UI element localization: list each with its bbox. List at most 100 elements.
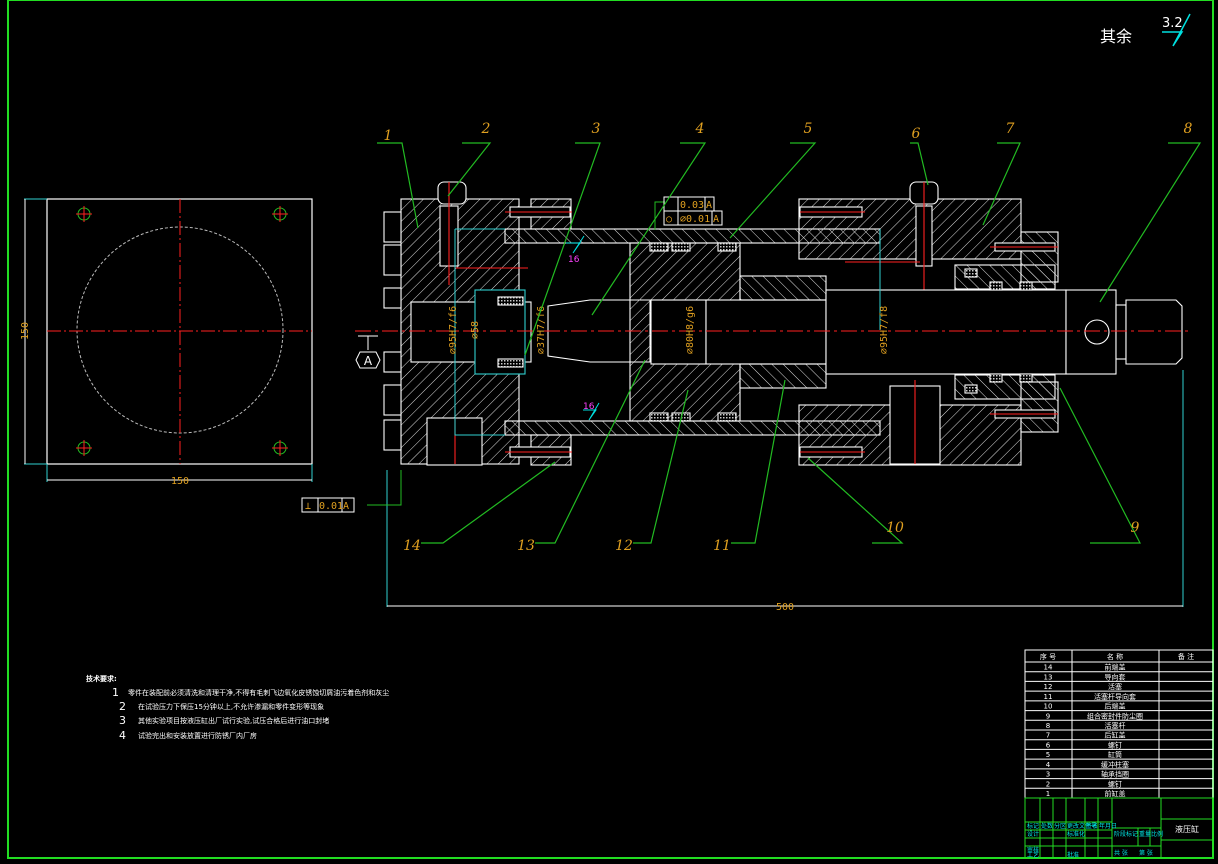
svg-text:工艺: 工艺: [1027, 851, 1039, 859]
svg-text:批准: 批准: [1067, 851, 1079, 859]
tech-requirements: 技术要求: 1 零件在装配前必须清洗和清理干净,不得有毛刺飞边氧化皮锈蚀切屑油污…: [86, 674, 389, 742]
balloon-2: 2: [481, 121, 491, 137]
svg-text:更改文件号: 更改文件号: [1067, 822, 1097, 830]
fit-80: ⌀80H8/g6: [685, 306, 696, 354]
end-view-width-dim: 150: [171, 476, 189, 487]
fit-95-f6: ⌀95H7/f6: [448, 306, 459, 354]
svg-text:标准化: 标准化: [1067, 830, 1085, 838]
perpendicularity-icon: ⊥: [305, 501, 311, 512]
parts-row-name: 螺钉: [1108, 779, 1122, 788]
piston-rod: [825, 289, 1067, 375]
parts-row-no: 8: [1046, 722, 1050, 730]
parts-row-name: 螺钉: [1108, 740, 1122, 749]
svg-text:签名: 签名: [1086, 822, 1098, 830]
balloon-7: 7: [1006, 121, 1015, 137]
datum-label: A: [364, 354, 373, 368]
parts-row-name: 前端盖: [1105, 663, 1126, 672]
svg-text:A: A: [706, 200, 712, 211]
datum-marker: A: [355, 335, 381, 369]
tolerance-frame-perpendicularity: ⊥ 0.01 A: [301, 470, 402, 513]
svg-text:重量: 重量: [1139, 830, 1151, 838]
parts-row-no: 1: [1046, 790, 1050, 798]
svg-text:在试验压力下保压15分钟以上,不允许渗漏和零件变形等现象: 在试验压力下保压15分钟以上,不允许渗漏和零件变形等现象: [138, 702, 324, 711]
local-roughness: 16 16: [566, 235, 600, 421]
parts-row-name: 后端盖: [1105, 702, 1126, 711]
svg-text:0.03: 0.03: [680, 200, 704, 211]
balloon-leader: [1099, 142, 1202, 303]
balloon-3: 3: [592, 121, 601, 137]
svg-text:标记: 标记: [1027, 822, 1039, 830]
svg-text:⌀0.01: ⌀0.01: [680, 214, 710, 225]
balloon-leader: [729, 142, 817, 239]
parts-header-name: 名 称: [1107, 652, 1123, 661]
parts-header-remark: 备 注: [1178, 652, 1194, 661]
balloon-5: 5: [804, 121, 813, 137]
parts-row-name: 活塞杆: [1105, 721, 1126, 730]
svg-text:3: 3: [119, 714, 126, 727]
balloon-6: 6: [912, 126, 921, 142]
balloon-9: 9: [1131, 520, 1140, 536]
balloon-13: 13: [517, 538, 535, 554]
svg-text:其他实验项目按液压缸出厂试行实验,试压合格后进行油口封堵: 其他实验项目按液压缸出厂试行实验,试压合格后进行油口封堵: [138, 716, 329, 725]
balloon-leader: [910, 142, 929, 186]
tolerance-frame-top: 0.03 A ○ ⌀0.01 A: [654, 196, 723, 230]
sheet-border: [7, 0, 1214, 859]
bolt-holes: [76, 206, 288, 456]
parts-row-name: 活塞杆导向套: [1094, 692, 1136, 701]
parts-row-name: 活塞: [1108, 682, 1122, 691]
roughness-label: 其余: [1100, 27, 1132, 46]
parts-row-no: 10: [1044, 703, 1053, 711]
svg-text:比例: 比例: [1151, 830, 1163, 838]
svg-text:A: A: [713, 214, 719, 225]
balloon-leader: [447, 142, 492, 197]
fit-37: ⌀37H7/f6: [536, 306, 547, 354]
parts-row-name: 缸筒: [1108, 750, 1122, 759]
svg-text:16: 16: [568, 255, 580, 265]
svg-text:审核: 审核: [1027, 846, 1039, 854]
svg-text:处数: 处数: [1041, 822, 1053, 830]
svg-text:2: 2: [119, 700, 126, 713]
svg-text:设计: 设计: [1027, 830, 1039, 838]
parts-row-no: 6: [1046, 741, 1051, 749]
parts-row-no: 5: [1046, 751, 1050, 759]
parts-row-no: 3: [1046, 771, 1050, 779]
svg-text:分区: 分区: [1054, 822, 1066, 830]
balloon-11: 11: [713, 538, 731, 554]
svg-text:4: 4: [119, 729, 126, 742]
parts-row-name: 组合密封件防尘圈: [1087, 711, 1143, 720]
parts-row-no: 2: [1046, 780, 1050, 788]
parts-row-name: 前缸盖: [1105, 789, 1126, 798]
parts-row-no: 11: [1044, 693, 1053, 701]
balloon-leader: [591, 142, 707, 316]
svg-text:阶段标记: 阶段标记: [1114, 830, 1138, 838]
overall-length-dim: 500: [776, 602, 794, 613]
balloon-leader: [982, 142, 1021, 226]
parts-row-name: 导向套: [1105, 672, 1126, 681]
parts-row-no: 13: [1044, 673, 1053, 681]
fit-58: ⌀58: [470, 321, 481, 339]
svg-text:共 张: 共 张: [1114, 849, 1128, 857]
fit-annotations: ⌀95H7/f6 ⌀58 ⌀37H7/f6 ⌀80H8/g6 ⌀95H7/f8: [448, 306, 890, 354]
roughness-symbol-icon: [1162, 13, 1191, 47]
svg-text:16: 16: [583, 402, 595, 412]
drawing-name: 液压缸: [1175, 824, 1199, 834]
balloon-leader: [807, 457, 904, 544]
roughness-value: 3.2: [1162, 16, 1183, 31]
svg-text:A: A: [343, 501, 349, 512]
svg-text:0.01: 0.01: [319, 501, 343, 512]
title-block: [1024, 797, 1214, 859]
svg-text:试验完出和安装放置进行防锈厂内厂房: 试验完出和安装放置进行防锈厂内厂房: [138, 731, 257, 740]
parts-row-no: 9: [1046, 712, 1050, 720]
parts-row-no: 4: [1046, 761, 1051, 769]
end-view: 150 150: [20, 198, 313, 487]
roughness-note: 其余 3.2: [1100, 13, 1191, 47]
balloon-leader: [1059, 387, 1141, 544]
title-block-labels: 标记 处数 分区 更改文件号 签名 年月日 设计 标准化 审核 工艺 批准 阶段…: [1027, 822, 1199, 859]
parts-header-no: 序 号: [1040, 652, 1056, 661]
balloon-leader: [377, 142, 419, 229]
balloon-12: 12: [615, 538, 633, 554]
fit-95-f8: ⌀95H7/f8: [879, 306, 890, 354]
balloon-14: 14: [403, 538, 421, 554]
